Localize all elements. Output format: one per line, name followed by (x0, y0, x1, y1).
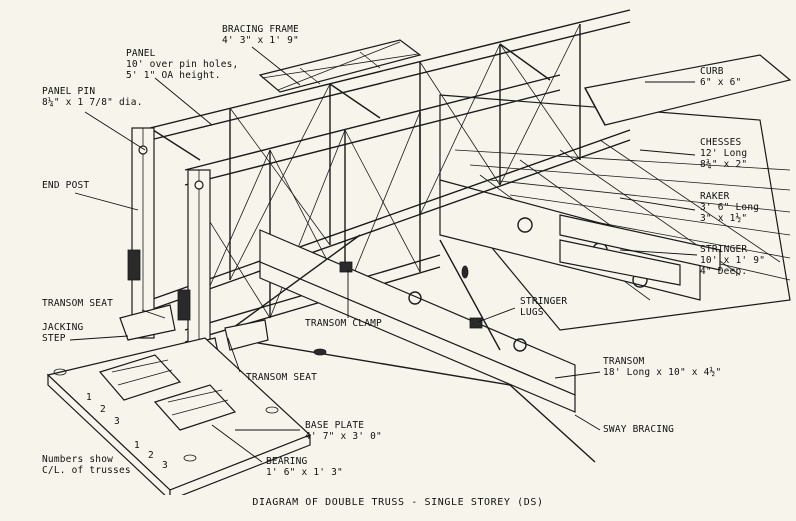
back-truss (149, 9, 631, 311)
truss-drawing (46, 9, 792, 495)
base-plate-number-6: 3 (162, 460, 168, 471)
diagram-caption: DIAGRAM OF DOUBLE TRUSS - SINGLE STOREY … (252, 497, 544, 508)
label-sway-bracing: SWAY BRACING (603, 424, 675, 435)
top-ties (149, 43, 551, 161)
leader-lines (69, 46, 698, 463)
curb (584, 54, 792, 126)
label-transom: TRANSOM 18' Long x 10" x 4½" (603, 356, 722, 378)
bracing-frame (258, 39, 422, 93)
transom-beam (259, 229, 576, 413)
label-transom-seat-top: TRANSOM SEAT (42, 298, 114, 309)
label-bracing-frame: BRACING FRAME 4' 3" x 1' 9" (222, 24, 299, 46)
base-plate-number-1: 1 (86, 392, 92, 403)
label-transom-clamp: TRANSOM CLAMP (305, 318, 382, 329)
base-plate-number-4: 1 (134, 440, 140, 451)
label-end-post: END POST (42, 180, 90, 191)
label-stringer-lugs: STRINGER LUGS (520, 296, 568, 318)
label-base-plate: BASE PLATE 4' 7" x 3' 0" (305, 420, 382, 442)
label-jacking-step: JACKING STEP (42, 322, 84, 344)
stringers (439, 179, 721, 301)
label-raker: RAKER 3' 6" Long 3" x 1½" (700, 191, 760, 224)
sway-bracing-rods (229, 234, 596, 463)
label-bearing: BEARING 1' 6" x 1' 3" (266, 456, 343, 478)
deck-chesses (439, 94, 791, 331)
label-stringer: STRINGER 10' x 1' 9" 4" Deep. (700, 244, 766, 277)
base-plate-number-5: 2 (148, 450, 154, 461)
label-numbers-note: Numbers show C/L. of trusses (42, 454, 131, 476)
label-panel-pin: PANEL PIN 8¼" x 1 7/8" dia. (42, 86, 143, 108)
label-transom-seat-bottom: TRANSOM SEAT (246, 372, 318, 383)
base-plate-number-3: 3 (114, 416, 120, 427)
base-plate-number-2: 2 (100, 404, 106, 415)
label-curb: CURB 6" x 6" (700, 66, 742, 88)
label-chesses: CHESSES 12' Long 8¾" x 2" (700, 137, 748, 170)
bearings (98, 354, 237, 431)
end-posts (127, 127, 211, 361)
label-panel: PANEL 10' over pin holes, 5' 1" OA heigh… (126, 48, 239, 81)
